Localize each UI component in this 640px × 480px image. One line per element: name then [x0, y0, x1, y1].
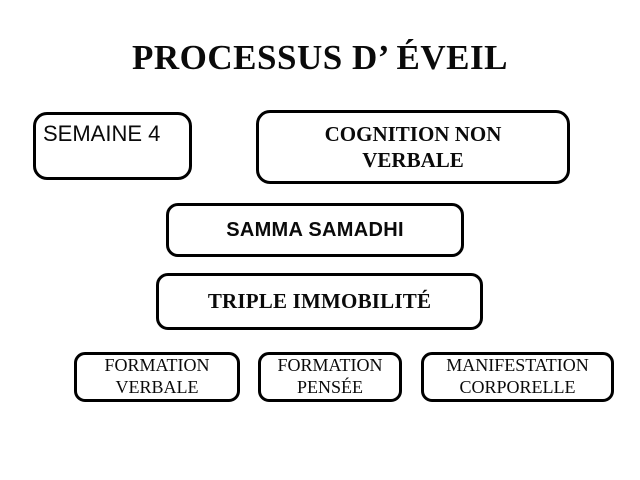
node-manifestation-corporelle-label: MANIFESTATION CORPORELLE [446, 355, 589, 397]
node-triple-immobilite[interactable]: TRIPLE IMMOBILITÉ [156, 273, 483, 330]
node-triple-immobilite-label: TRIPLE IMMOBILITÉ [207, 289, 432, 313]
node-formation-verbale-label: FORMATION VERBALE [104, 355, 210, 397]
node-formation-pensee-label: FORMATION PENSÉE [277, 355, 383, 397]
node-samma-samadhi[interactable]: SAMMA SAMADHI [166, 203, 464, 257]
node-samma-samadhi-label: SAMMA SAMADHI [226, 218, 404, 241]
node-cognition-non-verbale-label: COGNITION NON VERBALE [324, 121, 502, 172]
node-formation-pensee[interactable]: FORMATION PENSÉE [258, 352, 402, 402]
page-title: PROCESSUS D’ ÉVEIL [132, 38, 508, 77]
node-semaine-4[interactable]: SEMAINE 4 [33, 112, 192, 180]
node-formation-verbale[interactable]: FORMATION VERBALE [74, 352, 240, 402]
node-semaine-4-label: SEMAINE 4 [43, 121, 161, 146]
node-manifestation-corporelle[interactable]: MANIFESTATION CORPORELLE [421, 352, 614, 402]
node-cognition-non-verbale[interactable]: COGNITION NON VERBALE [256, 110, 570, 184]
